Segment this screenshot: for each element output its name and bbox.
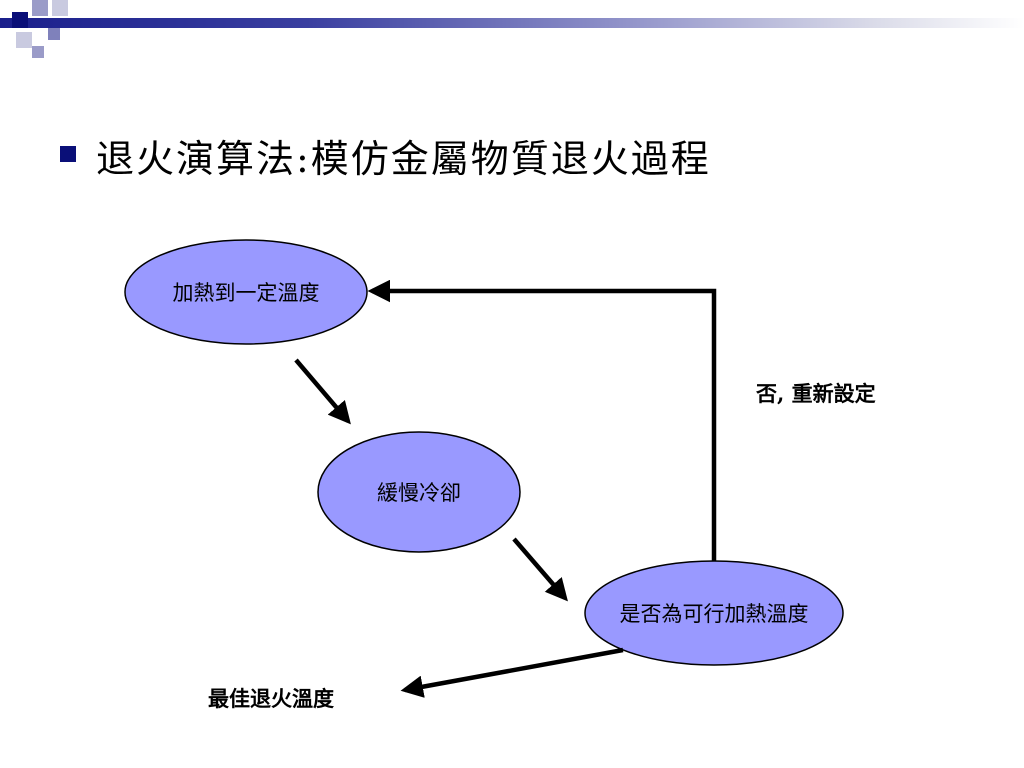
header-square-light — [16, 32, 32, 48]
header-square-mid — [48, 28, 60, 40]
edge-heat-to-cool-arrow — [294, 358, 351, 425]
header-square-mid — [32, 46, 44, 58]
result-label: 最佳退火溫度 — [208, 686, 334, 711]
edge-cool-to-check-arrow — [512, 537, 568, 602]
node-cool-label: 緩慢冷卻 — [377, 481, 461, 505]
edge-check-to-heat-arrow — [367, 279, 717, 561]
node-heat-label: 加熱到一定溫度 — [173, 281, 320, 305]
edge-retry-label: 否, 重新設定 — [756, 381, 876, 406]
node-cool-ellipse — [317, 431, 521, 553]
header-square-light — [32, 0, 48, 16]
header-gradient-bar — [0, 18, 1024, 28]
header-square-dark — [12, 12, 28, 28]
header-square-light — [52, 0, 68, 16]
bullet-square-icon — [60, 146, 76, 162]
node-check-label: 是否為可行加熱溫度 — [620, 602, 809, 626]
slide-title: 退火演算法:模仿金屬物質退火過程 — [96, 137, 711, 181]
node-heat-ellipse — [124, 239, 368, 345]
edge-check-to-result-arrow — [400, 647, 624, 698]
